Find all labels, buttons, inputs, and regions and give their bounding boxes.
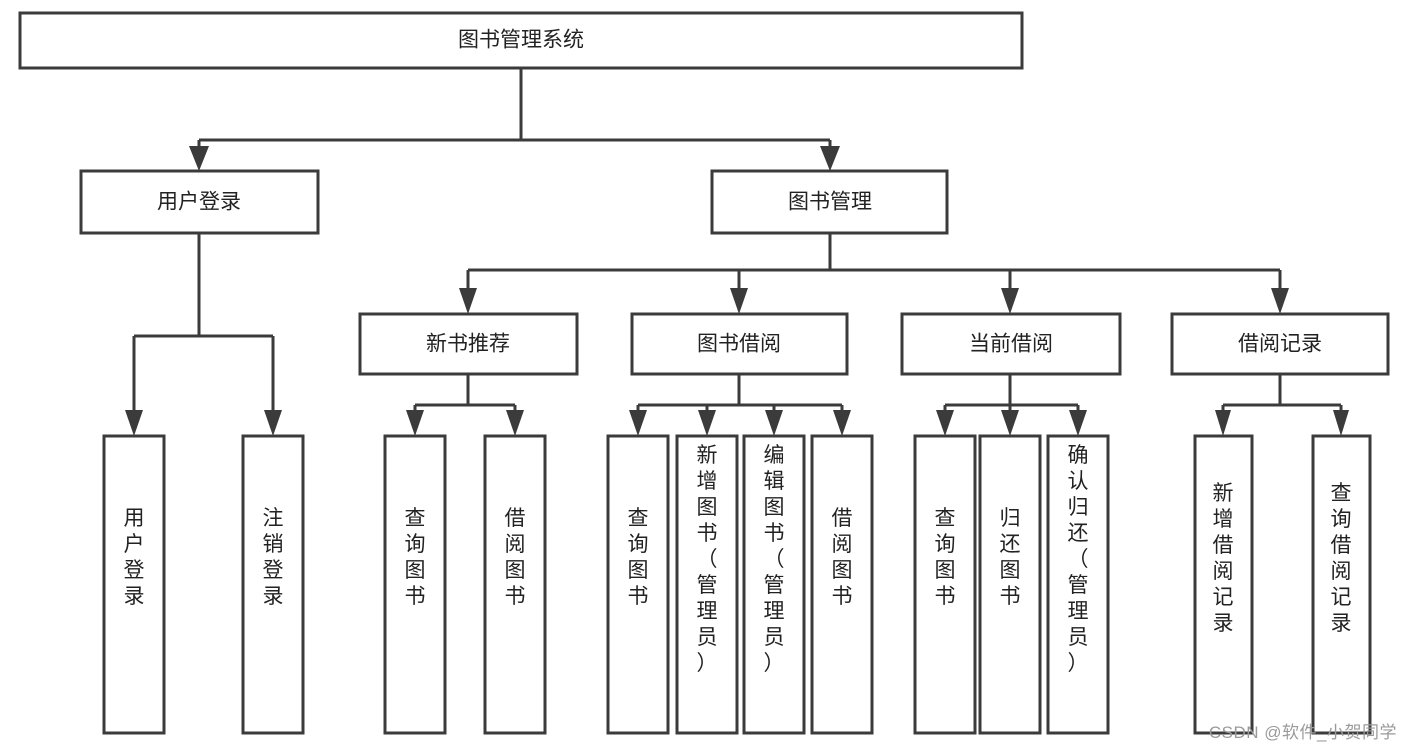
node-leaf-query-book-3-box[interactable] bbox=[913, 434, 977, 735]
node-leaf-confirm-return-box[interactable] bbox=[1046, 434, 1110, 735]
node-borrow-record-label: 借阅记录 bbox=[1238, 333, 1322, 356]
arrow-to-borrow-record bbox=[1271, 288, 1289, 314]
node-root[interactable]: 图书管理系统 bbox=[18, 11, 1024, 70]
node-new-book-recommend-label: 新书推荐 bbox=[426, 333, 510, 356]
node-leaf-logout[interactable]: 注销登录 bbox=[241, 434, 305, 735]
node-leaf-borrow-book-1-label: 借阅图书 bbox=[505, 507, 526, 608]
node-leaf-confirm-return-label: 确认归还（管理员） bbox=[1068, 444, 1089, 675]
node-leaf-logout-box[interactable] bbox=[241, 434, 305, 735]
csdn-watermark: CSDN @软件_小贺同学 bbox=[1208, 723, 1397, 742]
arrow-borrow-leaf-3 bbox=[765, 410, 783, 436]
node-leaf-user-login-label: 用户登录 bbox=[124, 507, 145, 608]
node-leaf-edit-book-box[interactable] bbox=[742, 434, 806, 735]
node-user-login[interactable]: 用户登录 bbox=[79, 169, 320, 235]
node-current-borrow-label: 当前借阅 bbox=[969, 333, 1053, 356]
node-leaf-return-book-label: 归还图书 bbox=[1000, 507, 1021, 608]
node-leaf-query-book-1-label: 查询图书 bbox=[405, 507, 426, 608]
node-book-management-box[interactable] bbox=[710, 169, 949, 235]
arrow-current-leaf-1 bbox=[936, 410, 954, 436]
node-borrow-record-box[interactable] bbox=[1170, 312, 1390, 376]
arrow-current-leaf-3 bbox=[1069, 410, 1087, 436]
node-leaf-query-book-2-box[interactable] bbox=[606, 434, 670, 735]
node-leaf-edit-book[interactable]: 编辑图书（管理员） bbox=[742, 434, 806, 735]
node-leaf-borrow-book-2-box[interactable] bbox=[810, 434, 874, 735]
node-user-login-box[interactable] bbox=[79, 169, 320, 235]
arrow-newbook-leaf-1 bbox=[406, 410, 424, 436]
arrow-current-leaf-2 bbox=[1001, 410, 1019, 436]
node-leaf-query-book-3-label: 查询图书 bbox=[935, 507, 956, 608]
node-leaf-query-borrow-record[interactable]: 查询借阅记录 bbox=[1311, 434, 1372, 735]
arrow-borrow-leaf-4 bbox=[833, 410, 851, 436]
node-book-borrow[interactable]: 图书借阅 bbox=[630, 312, 849, 376]
node-leaf-add-book-box[interactable] bbox=[675, 434, 739, 735]
arrow-record-leaf-2 bbox=[1333, 410, 1349, 436]
node-leaf-add-book[interactable]: 新增图书（管理员） bbox=[675, 434, 739, 735]
node-leaf-edit-book-label: 编辑图书（管理员） bbox=[764, 444, 785, 675]
node-book-management[interactable]: 图书管理 bbox=[710, 169, 949, 235]
node-root-label: 图书管理系统 bbox=[458, 29, 584, 52]
node-leaf-query-book-2[interactable]: 查询图书 bbox=[606, 434, 670, 735]
arrow-to-book-borrow bbox=[730, 288, 748, 314]
node-borrow-record[interactable]: 借阅记录 bbox=[1170, 312, 1390, 376]
arrow-newbook-leaf-2 bbox=[506, 410, 524, 436]
arrow-borrow-leaf-2 bbox=[698, 410, 716, 436]
node-leaf-user-login[interactable]: 用户登录 bbox=[102, 434, 166, 735]
node-leaf-return-book[interactable]: 归还图书 bbox=[978, 434, 1042, 735]
node-user-login-label: 用户登录 bbox=[157, 191, 241, 214]
node-leaf-borrow-book-2[interactable]: 借阅图书 bbox=[810, 434, 874, 735]
node-leaf-query-book-1[interactable]: 查询图书 bbox=[383, 434, 447, 735]
arrow-user-leaf-2 bbox=[264, 410, 282, 436]
connector-layer bbox=[125, 68, 1349, 436]
node-current-borrow-box[interactable] bbox=[900, 312, 1122, 376]
node-leaf-borrow-book-1-box[interactable] bbox=[483, 434, 547, 735]
node-leaf-query-book-2-label: 查询图书 bbox=[628, 507, 649, 608]
arrow-to-new-book-rec bbox=[459, 288, 477, 314]
node-leaf-add-borrow-record-box[interactable] bbox=[1193, 434, 1254, 735]
node-leaf-add-borrow-record[interactable]: 新增借阅记录 bbox=[1193, 434, 1254, 735]
node-leaf-query-book-3[interactable]: 查询图书 bbox=[913, 434, 977, 735]
arrow-to-current-borrow bbox=[1001, 288, 1019, 314]
node-leaf-query-book-1-box[interactable] bbox=[383, 434, 447, 735]
node-book-borrow-label: 图书借阅 bbox=[697, 333, 781, 356]
node-leaf-return-book-box[interactable] bbox=[978, 434, 1042, 735]
arrow-borrow-leaf-1 bbox=[629, 410, 647, 436]
node-leaf-confirm-return[interactable]: 确认归还（管理员） bbox=[1046, 434, 1110, 735]
arrow-record-leaf-1 bbox=[1215, 410, 1231, 436]
node-new-book-recommend[interactable]: 新书推荐 bbox=[358, 312, 579, 376]
node-leaf-borrow-book-2-label: 借阅图书 bbox=[832, 507, 853, 608]
node-leaf-borrow-book-1[interactable]: 借阅图书 bbox=[483, 434, 547, 735]
node-leaf-query-borrow-record-label: 查询借阅记录 bbox=[1331, 482, 1352, 635]
node-leaf-logout-label: 注销登录 bbox=[263, 507, 284, 608]
arrow-user-leaf-1 bbox=[125, 410, 143, 436]
node-leaf-add-book-label: 新增图书（管理员） bbox=[697, 444, 718, 675]
arrow-to-book-management bbox=[820, 146, 840, 171]
node-book-borrow-box[interactable] bbox=[630, 312, 849, 376]
node-leaf-add-borrow-record-label: 新增借阅记录 bbox=[1213, 482, 1234, 635]
node-leaf-query-borrow-record-box[interactable] bbox=[1311, 434, 1372, 735]
node-current-borrow[interactable]: 当前借阅 bbox=[900, 312, 1122, 376]
node-new-book-recommend-box[interactable] bbox=[358, 312, 579, 376]
node-book-management-label: 图书管理 bbox=[788, 191, 872, 214]
node-root-box[interactable] bbox=[18, 11, 1024, 70]
arrow-to-user-login bbox=[189, 146, 209, 171]
node-leaf-user-login-box[interactable] bbox=[102, 434, 166, 735]
